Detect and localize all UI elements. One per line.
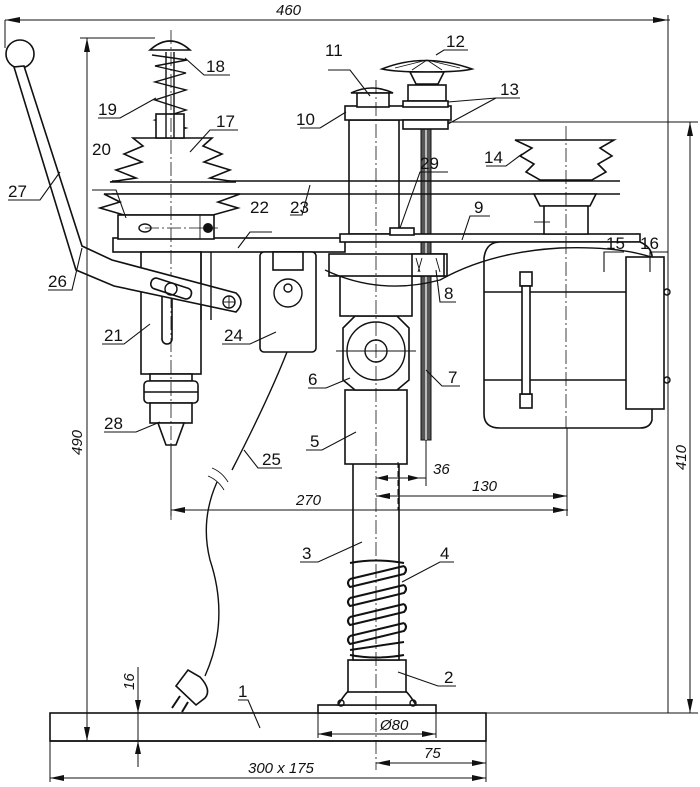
column-flange [317,659,437,714]
callout-24: 24 [224,326,243,345]
power-cord [171,351,288,713]
callout-16: 16 [640,234,659,253]
dim-base-thickness: 16 [121,673,138,690]
spindle-hub [117,214,218,240]
callout-1: 1 [238,682,247,701]
callout-14: 14 [484,148,503,167]
callout-15: 15 [606,234,625,253]
rod-nut [411,253,445,277]
dim-overall-height: 490 [69,429,86,455]
callout-leaders [8,49,668,729]
dim-column-offset: 75 [424,745,441,762]
callout-23: 23 [290,198,309,217]
callout-10: 10 [296,110,315,129]
dim-flange-diameter: Ø80 [379,717,409,734]
callout-21: 21 [104,326,123,345]
capacitor-box [625,256,671,410]
plug-icon [171,668,209,713]
column-spring [347,559,407,659]
dimension-lines [4,15,698,782]
callout-6: 6 [308,370,317,389]
callout-12: 12 [446,32,465,51]
callout-18: 18 [206,57,225,76]
callout-9: 9 [474,198,483,217]
dim-motor-height: 410 [673,444,690,470]
column-cap [350,87,394,108]
feed-lever [5,39,242,320]
callout-26: 26 [48,272,67,291]
callout-27: 27 [8,182,27,201]
motor [324,240,655,429]
callout-5: 5 [310,432,319,451]
motor-pulley [514,126,618,240]
callout-17: 17 [216,112,235,131]
callout-29: 29 [420,154,439,173]
switch-box [259,251,317,353]
return-spring [147,40,193,139]
callout-25: 25 [262,450,281,469]
upper-housing [328,105,452,317]
handwheel [379,59,475,130]
callout-2: 2 [444,668,453,687]
dim-overall-width: 460 [276,2,302,19]
callout-3: 3 [302,544,311,563]
base-plate [49,712,487,742]
dim-motor-offset: 130 [472,478,498,495]
callout-4: 4 [440,544,449,563]
callout-11: 11 [325,41,343,60]
callout-20: 20 [92,140,111,159]
dim-rod-offset: 36 [433,461,450,478]
callout-8: 8 [444,284,453,303]
dim-spindle-reach: 270 [295,492,322,509]
callout-22: 22 [250,198,269,217]
spindle-pulley [97,137,241,216]
dim-base-size: 300 x 175 [248,760,315,777]
callout-7: 7 [448,368,457,387]
callout-28: 28 [104,414,123,433]
callout-19: 19 [98,100,117,119]
callout-13: 13 [500,80,519,99]
